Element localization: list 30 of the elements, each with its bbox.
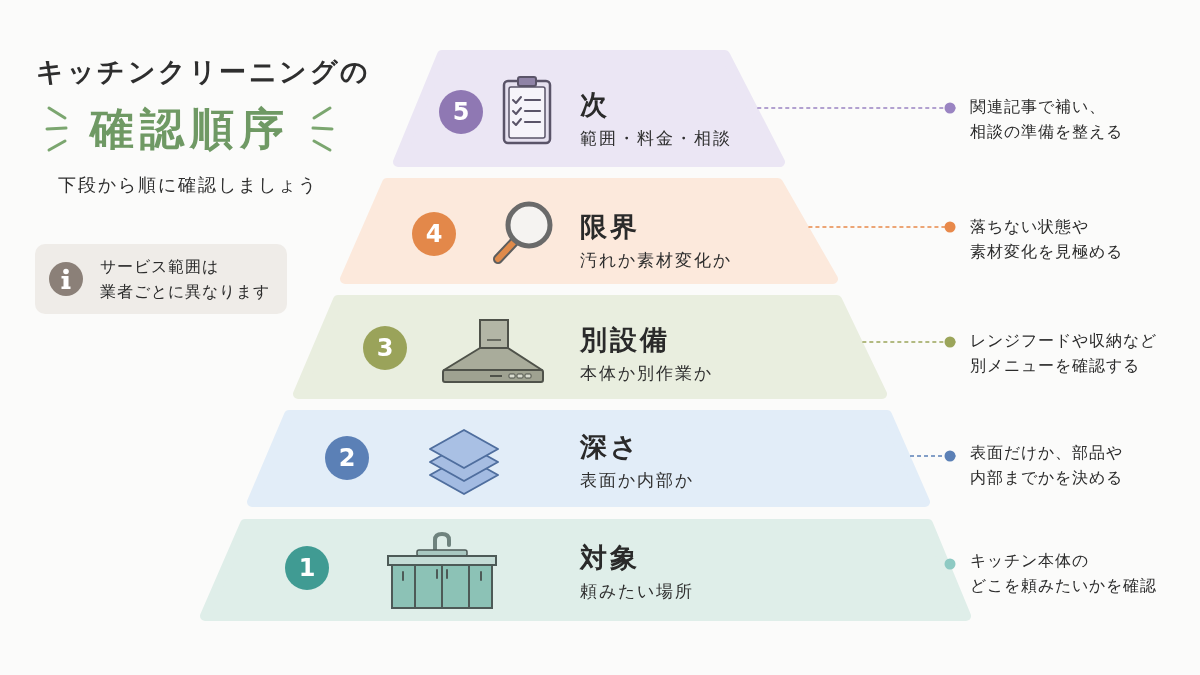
pyramid-tier — [293, 295, 887, 399]
subtitle: 下段から順に確認しましょう — [58, 173, 318, 197]
pyramid-tier — [340, 178, 838, 284]
title-highlight: 確認順序 — [90, 102, 290, 156]
note-text: キッチン本体のどこを頼みたいかを確認 — [970, 548, 1157, 598]
note-text: 関連記事で補い、相談の準備を整える — [970, 94, 1123, 144]
leader-line — [807, 221, 957, 233]
leader-line — [861, 336, 957, 348]
tier-subtitle: 頼みたい場所 — [580, 580, 694, 603]
tier-subtitle: 範囲・料金・相談 — [580, 127, 732, 150]
tier-heading: 対象 — [580, 542, 640, 574]
tier-heading: 次 — [580, 89, 610, 121]
tier-heading: 別設備 — [580, 324, 670, 356]
leader-line — [909, 450, 957, 462]
tier-heading: 深さ — [580, 431, 641, 463]
pyramid-tier — [247, 410, 930, 507]
note-text: レンジフードや収納など別メニューを確認する — [970, 328, 1157, 378]
pyramid-tier — [393, 50, 785, 167]
info-box — [35, 244, 287, 314]
tier-subtitle: 本体か別作業か — [580, 362, 713, 385]
note-text: 表面だけか、部品や内部までかを決める — [970, 440, 1123, 490]
pyramid-tier — [200, 519, 971, 621]
leader-line — [756, 102, 957, 114]
tier-subtitle: 汚れか素材変化か — [580, 249, 732, 272]
note-text: 落ちない状態や素材変化を見極める — [970, 214, 1123, 264]
tier-heading: 限界 — [580, 211, 640, 243]
info-text: サービス範囲は業者ごとに異なります — [100, 256, 270, 303]
tier-subtitle: 表面か内部か — [580, 469, 694, 492]
leader-line — [944, 558, 957, 570]
title: キッチンクリーニングの — [36, 55, 371, 89]
